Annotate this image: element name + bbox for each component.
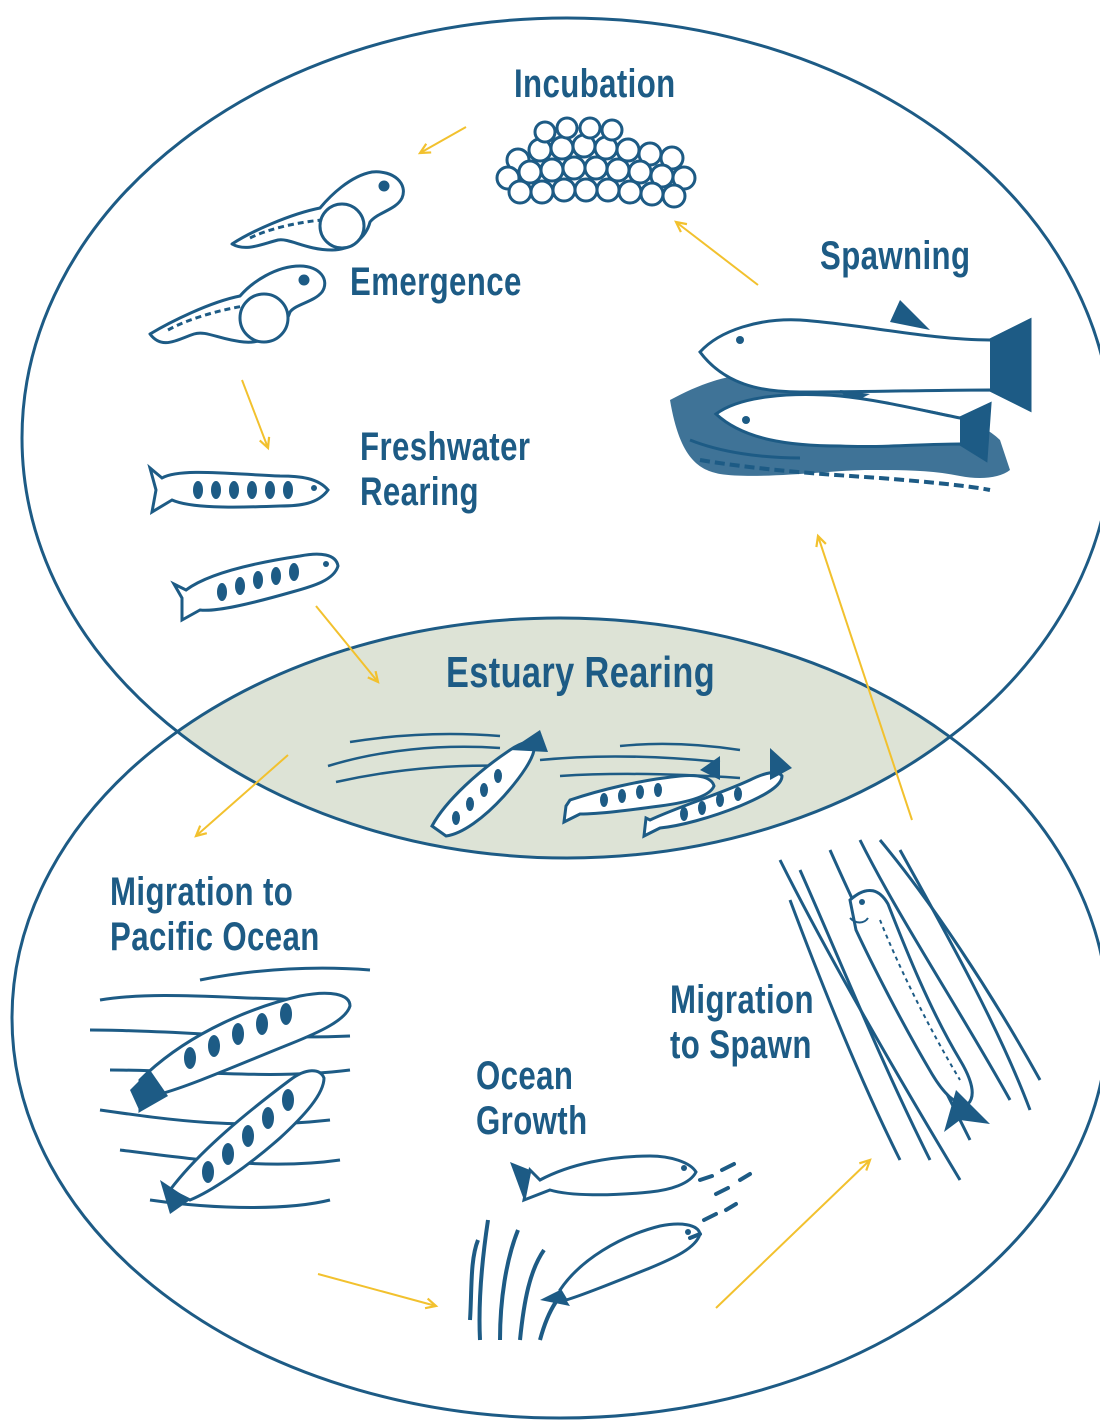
arrow-emergence-to-freshwater <box>242 380 268 448</box>
parr-fish-icon <box>150 468 328 512</box>
egg-cluster-icon <box>497 118 695 207</box>
parr-fish-icon <box>174 554 338 620</box>
ocean-salmon-icon <box>510 1156 696 1200</box>
kelp-icon <box>470 1220 580 1340</box>
label-incubation: Incubation <box>514 62 676 107</box>
alevin-icon <box>232 172 403 250</box>
label-ocean-growth: Ocean Growth <box>476 1054 588 1144</box>
arrow-growth-to-spawn-migration <box>716 1160 870 1308</box>
label-migration-to-spawn: Migration to Spawn <box>670 978 814 1068</box>
label-migration-to-pacific-ocean: Migration to Pacific Ocean <box>110 870 320 960</box>
arrow-incubation-to-emergence <box>420 127 466 153</box>
prey-dots-icon <box>690 1164 750 1238</box>
label-estuary-rearing: Estuary Rearing <box>446 648 715 697</box>
label-emergence: Emergence <box>350 260 522 305</box>
juvenile-salmon-icon <box>160 1071 324 1214</box>
arrow-spawning-to-incubation <box>676 222 758 285</box>
spawning-salmon-icon <box>670 300 1030 490</box>
label-spawning: Spawning <box>820 234 970 279</box>
label-freshwater-rearing: Freshwater Rearing <box>360 425 530 515</box>
alevin-icon <box>150 266 325 343</box>
arrow-ocean-to-growth <box>318 1274 436 1306</box>
ocean-salmon-icon <box>540 1224 700 1306</box>
